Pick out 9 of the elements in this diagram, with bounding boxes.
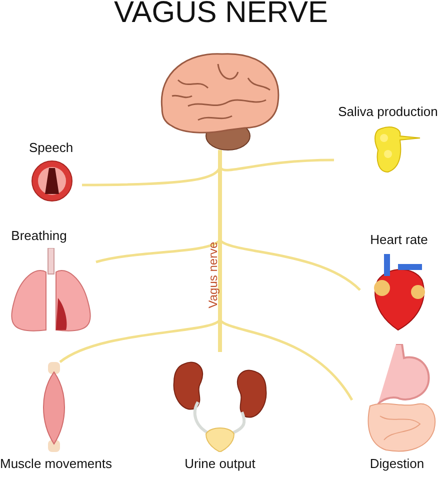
organ-label: Digestion — [368, 456, 426, 471]
organ-label: Saliva production — [337, 104, 439, 119]
organ-label: Speech — [28, 140, 74, 155]
organ-label: Heart rate — [369, 232, 429, 247]
organ-label: Breathing — [10, 228, 68, 243]
organ-label: Urine output — [184, 456, 256, 471]
nerve-branch — [218, 150, 222, 352]
title: VAGUS NERVE — [113, 0, 329, 30]
nerve-label: Vagus nerve — [206, 240, 220, 310]
